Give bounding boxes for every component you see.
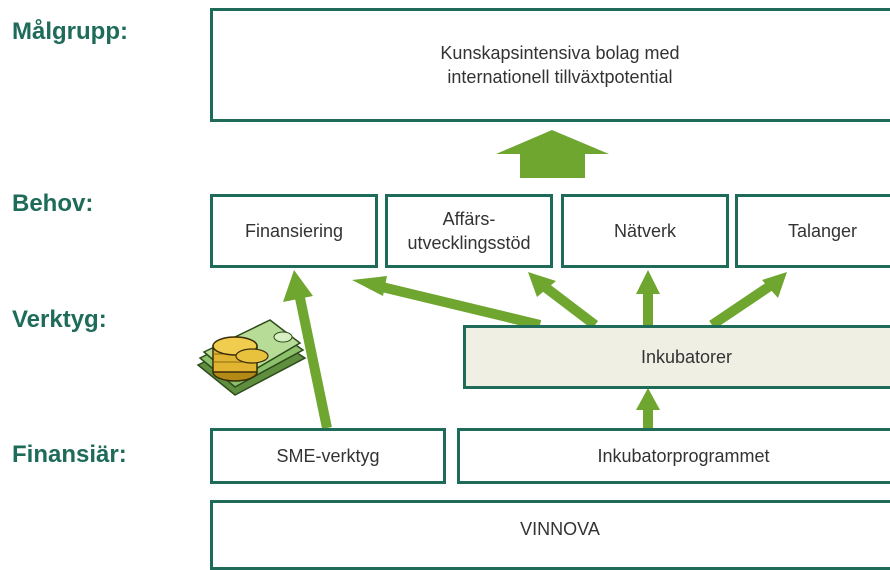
target-group-box: Kunskapsintensiva bolag med internatione… <box>210 8 890 122</box>
need-business-dev-line1: Affärs- <box>442 208 496 229</box>
financier-incubator-program-box: Inkubatorprogrammet <box>457 428 890 484</box>
target-group-line2: internationell tillväxtpotential <box>447 67 673 87</box>
arrow-incubators-to-business-dev <box>528 272 599 329</box>
vinnova-label: VINNOVA <box>520 519 600 539</box>
tool-incubators-label: Inkubatorer <box>640 346 733 367</box>
label-financier: Finansiär: <box>12 441 127 468</box>
label-needs: Behov: <box>12 190 94 217</box>
need-financing-box: Finansiering <box>210 194 378 268</box>
big-up-arrow <box>496 130 609 178</box>
need-talent-box: Talanger <box>735 194 890 268</box>
money-stack-icon <box>196 319 307 396</box>
need-network-label: Nätverk <box>613 220 676 241</box>
financier-incubator-program-label: Inkubatorprogrammet <box>597 445 770 466</box>
need-talent-label: Talanger <box>787 220 858 241</box>
need-business-dev-box: Affärs- utvecklingsstöd <box>385 194 553 268</box>
tool-incubators-box: Inkubatorer <box>463 325 890 389</box>
financier-sme-box: SME-verktyg <box>210 428 446 484</box>
label-tools: Verktyg: <box>12 306 107 333</box>
arrow-sme-to-financing <box>283 270 332 430</box>
arrow-program-to-incubators <box>636 388 660 428</box>
need-financing-label: Finansiering <box>244 220 344 241</box>
arrow-incubators-to-financing <box>352 276 542 330</box>
need-business-dev-line2: utvecklingsstöd <box>407 233 531 253</box>
arrow-incubators-to-talent <box>709 272 787 330</box>
financier-sme-label: SME-verktyg <box>276 445 380 466</box>
label-target-group: Målgrupp: <box>12 18 128 45</box>
target-group-line1: Kunskapsintensiva bolag med <box>440 42 680 63</box>
arrow-incubators-to-network <box>636 270 660 325</box>
need-network-box: Nätverk <box>561 194 729 268</box>
